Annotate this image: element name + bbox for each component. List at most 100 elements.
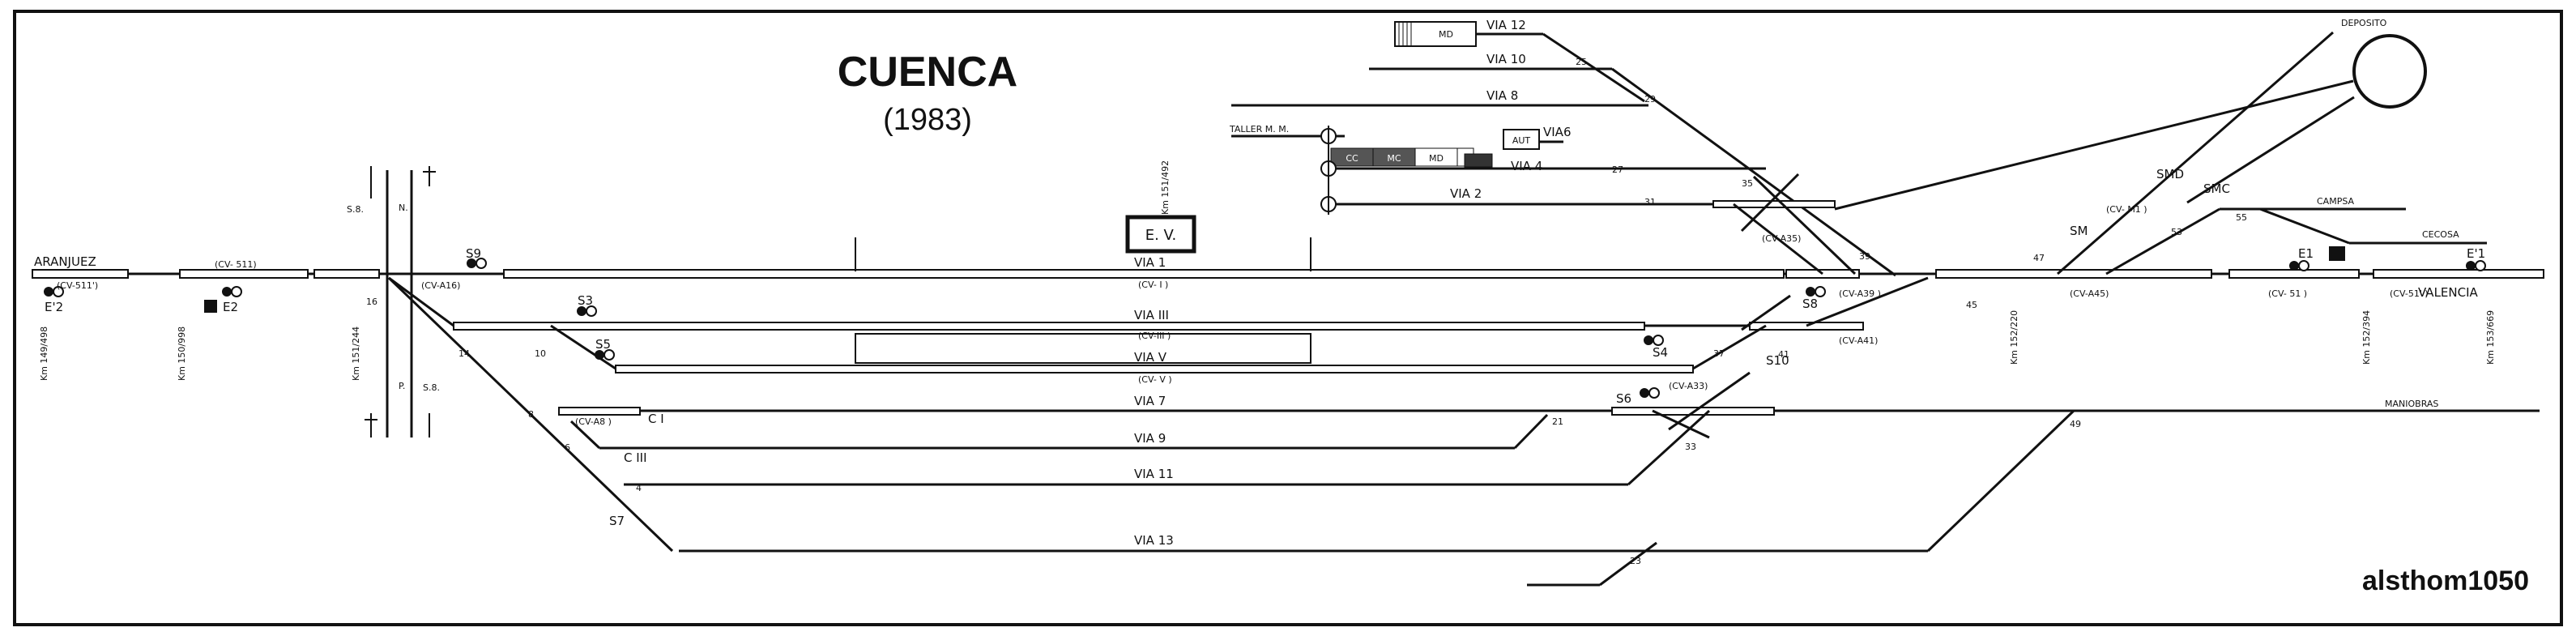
campsa-label: CAMPSA bbox=[2317, 196, 2355, 207]
via-3-label: VIA III bbox=[1134, 308, 1169, 322]
via-11-label: VIA 11 bbox=[1134, 467, 1174, 481]
via-9-label: VIA 9 bbox=[1134, 431, 1166, 446]
switch-10: 10 bbox=[535, 348, 546, 359]
circuit-cva16: (CV-A16) bbox=[421, 280, 460, 291]
diagram-border bbox=[13, 10, 2563, 626]
via-5-label: VIA V bbox=[1134, 350, 1167, 365]
km-153-669: Km 153/669 bbox=[2485, 310, 2496, 365]
road-p-label: P. bbox=[399, 381, 405, 391]
track-via-8: VIA 8 29 bbox=[1231, 88, 1656, 107]
valencia-label: VALENCIA bbox=[2418, 285, 2479, 300]
signal-ciii: C III bbox=[624, 450, 647, 465]
switch-39: 39 bbox=[1859, 251, 1870, 262]
ev-building: E. V. bbox=[1125, 215, 1196, 254]
deposito-label: DEPOSITO bbox=[2341, 18, 2387, 28]
switch-47: 47 bbox=[2033, 253, 2045, 263]
road-n-label: N. bbox=[399, 203, 408, 213]
switch-55: 55 bbox=[2236, 212, 2247, 223]
switch-35: 35 bbox=[1742, 178, 1753, 189]
km-152-394: Km 152/394 bbox=[2361, 310, 2372, 365]
km-markers: Km 149/498 Km 150/998 Km 151/244 Km 151/… bbox=[39, 160, 2496, 381]
circuit-cva33: (CV-A33) bbox=[1669, 381, 1708, 391]
track-circuits: (CV-511') (CV- 511) (CV-A16) (CV- I ) (C… bbox=[57, 204, 2429, 427]
signal-e2p: E'2 bbox=[45, 300, 63, 314]
via-12-label: VIA 12 bbox=[1486, 18, 1526, 32]
signal-s6: S6 bbox=[1616, 391, 1631, 406]
switch-31: 31 bbox=[1644, 197, 1656, 207]
circuit-cv511p: (CV-511') bbox=[57, 280, 98, 291]
signal-s5: S5 bbox=[595, 337, 611, 352]
switch-27: 27 bbox=[1612, 164, 1623, 175]
cc-building: CC bbox=[1346, 153, 1358, 164]
switch-6: 6 bbox=[565, 442, 570, 453]
switch-29: 29 bbox=[1644, 94, 1656, 105]
signal-s10: S10 bbox=[1766, 353, 1789, 368]
via-4-label: VIA 4 bbox=[1511, 159, 1542, 173]
switch-23: 23 bbox=[1630, 556, 1641, 566]
circuit-cva35: (CV-A35) bbox=[1762, 233, 1801, 244]
switch-numbers: 14 16 10 8 6 4 21 23 33 35 37 39 41 45 4… bbox=[366, 178, 2247, 566]
aut-building: AUT bbox=[1512, 135, 1531, 146]
signal-smd: SMD bbox=[2156, 167, 2184, 181]
switch-53: 53 bbox=[2171, 227, 2182, 237]
signal-s7: S7 bbox=[609, 514, 625, 528]
diagram-title: CUENCA bbox=[838, 49, 1017, 96]
switch-25: 25 bbox=[1576, 57, 1587, 67]
track-via-10: VIA 10 25 bbox=[1369, 52, 1896, 277]
track-via-13: VIA 13 bbox=[679, 409, 2075, 587]
east-crossovers bbox=[1652, 173, 1857, 439]
circuit-cv51p: (CV-51' ) bbox=[2390, 288, 2429, 299]
signal-smc: SMC bbox=[2203, 181, 2230, 196]
signal-s8-south: S.8. bbox=[423, 382, 440, 393]
signal-s4: S4 bbox=[1653, 345, 1668, 360]
signal-s9: S9 bbox=[466, 246, 481, 261]
via-7-label: VIA 7 bbox=[1134, 394, 1166, 408]
circuit-cva45: (CV-A45) bbox=[2070, 288, 2109, 299]
diagram-subtitle: (1983) bbox=[883, 103, 972, 137]
taller-label: TALLER M. M. bbox=[1229, 124, 1289, 134]
signal-sm: SM bbox=[2070, 224, 2088, 238]
circuit-cvm1: (CV- M1 ) bbox=[2106, 204, 2147, 215]
circuit-cviii: (CV-III ) bbox=[1138, 331, 1171, 341]
switch-49: 49 bbox=[2070, 419, 2081, 429]
ev-label: E. V. bbox=[1145, 227, 1177, 244]
track-via-1: VIA 1 bbox=[32, 237, 2544, 279]
depot: DEPOSITO bbox=[1834, 18, 2427, 275]
signal-s3: S3 bbox=[578, 293, 593, 308]
track-via-4: CC MC MD VIA 4 27 bbox=[1320, 147, 1766, 175]
km-151-244: Km 151/244 bbox=[351, 327, 361, 381]
via-2-label: VIA 2 bbox=[1450, 186, 1482, 201]
switch-21: 21 bbox=[1552, 416, 1563, 427]
track-via-5: VIA V bbox=[550, 324, 1767, 373]
switch-33: 33 bbox=[1685, 442, 1696, 452]
switch-41: 41 bbox=[1778, 349, 1789, 360]
cross-road: N. P. S.8. S.8. bbox=[347, 166, 440, 438]
signal-s8: S8 bbox=[1802, 297, 1818, 311]
signal-e1: E1 bbox=[2298, 246, 2314, 261]
via-8-label: VIA 8 bbox=[1486, 88, 1518, 103]
via-10-label: VIA 10 bbox=[1486, 52, 1526, 66]
track-via-11: VIA 11 bbox=[624, 409, 1711, 486]
km-151-492: Km 151/492 bbox=[1160, 160, 1171, 215]
circuit-cv511: (CV- 511) bbox=[215, 259, 257, 270]
track-via-6: AUT VIA6 bbox=[1503, 125, 1572, 150]
via-6-label: VIA6 bbox=[1543, 125, 1572, 139]
track-via-7: VIA 7 MANIOBRAS bbox=[558, 394, 2540, 416]
switch-16: 16 bbox=[366, 297, 377, 307]
km-152-220: Km 152/220 bbox=[2009, 310, 2019, 365]
km-149-498: Km 149/498 bbox=[39, 327, 49, 381]
switch-14: 14 bbox=[458, 348, 470, 359]
circuit-cv51: (CV- 51 ) bbox=[2268, 288, 2307, 299]
track-via-2: VIA 2 31 bbox=[1320, 186, 1836, 208]
switch-4: 4 bbox=[636, 483, 642, 493]
signal-e1p: E'1 bbox=[2467, 246, 2485, 261]
switch-37: 37 bbox=[1713, 348, 1725, 359]
switch-8: 8 bbox=[528, 409, 534, 420]
credit-label: alsthom1050 bbox=[2362, 566, 2529, 596]
taller-mm: TALLER M. M. bbox=[1229, 124, 1345, 215]
circuit-cva39: (CV-A39 ) bbox=[1839, 288, 1881, 299]
signals: E'2 E2 S9 S3 S5 S8 S4 S6 S10 S7 SM SMD S… bbox=[44, 167, 2486, 528]
circuit-cva8: (CV-A8 ) bbox=[575, 416, 612, 427]
circuit-cva41: (CV-A41) bbox=[1839, 335, 1878, 346]
